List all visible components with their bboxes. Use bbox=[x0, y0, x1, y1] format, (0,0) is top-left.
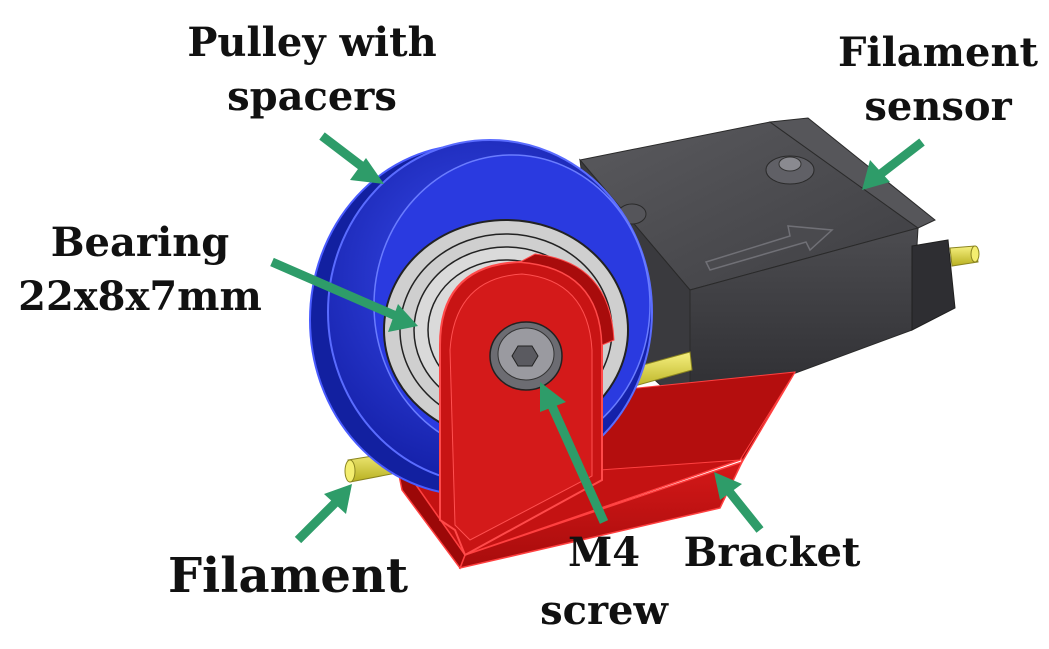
label-pulley-line2: spacers bbox=[227, 73, 397, 120]
label-screw-line2: screw bbox=[540, 587, 669, 634]
label-bearing-line2: 22x8x7mm bbox=[18, 273, 262, 320]
label-bearing-line1: Bearing bbox=[51, 219, 230, 266]
label-filament: Filament bbox=[168, 548, 408, 604]
label-screw-line1: M4 bbox=[568, 529, 640, 576]
arrow-filament bbox=[294, 484, 352, 544]
arrow-sensor bbox=[862, 138, 925, 190]
arrow-bearing bbox=[270, 257, 418, 332]
label-bracket: Bracket bbox=[684, 529, 861, 576]
label-sensor-line2: sensor bbox=[864, 83, 1012, 130]
labels: Pulley with spacers Filament sensor Bear… bbox=[18, 19, 1038, 634]
arrow-screw bbox=[540, 382, 609, 524]
label-pulley-line1: Pulley with bbox=[187, 19, 436, 66]
arrow-pulley bbox=[319, 132, 384, 184]
pointer-arrows bbox=[270, 132, 925, 544]
m4-screw bbox=[489, 321, 563, 391]
arrow-bracket bbox=[714, 472, 764, 533]
label-sensor-line1: Filament bbox=[838, 29, 1039, 76]
